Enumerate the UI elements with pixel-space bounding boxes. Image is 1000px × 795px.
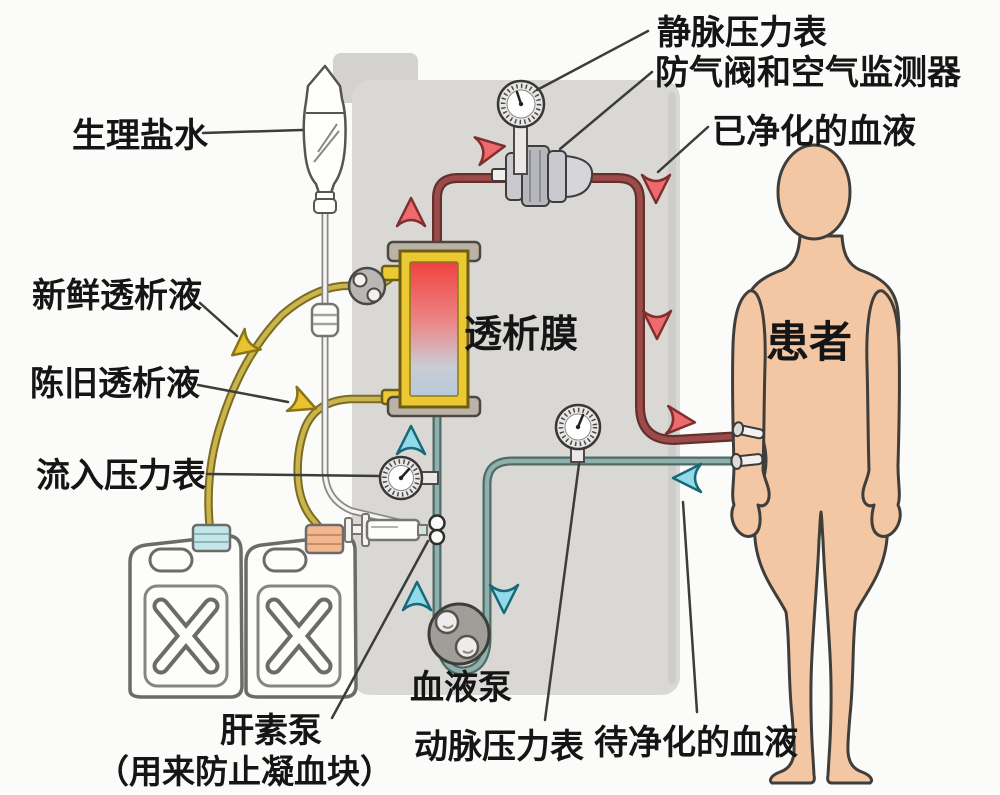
heparin-syringe: [344, 513, 446, 547]
saline-tube: [321, 206, 428, 532]
air-trap-device: [491, 145, 594, 207]
saline-pointer: [201, 128, 304, 135]
to-purify-label: 待净化的血液: [594, 724, 798, 762]
old-dialysate-label: 陈旧透析液: [30, 365, 200, 403]
air-valve-label: 防气阀和空气监测器: [655, 54, 962, 92]
old-jug-cap: [304, 523, 345, 555]
dialysate-pump: [347, 266, 387, 306]
saline-roller-clamp: [310, 302, 340, 338]
dialysis-membrane-label: 透析膜: [464, 314, 578, 356]
fresh-dialysate-jug: [128, 523, 244, 699]
fresh-dialysate-pointer: [198, 301, 239, 338]
heparin-note-label: （用来防止凝血块）: [96, 753, 393, 790]
to-purify-pointer: [681, 500, 699, 714]
red-flow-arrows: [395, 136, 697, 436]
inflow-gauge-pointer: [205, 472, 382, 478]
air-valve-pointer: [558, 70, 654, 151]
saline-label: 生理盐水: [72, 117, 209, 155]
venous-gauge-pointer: [535, 29, 650, 92]
arterial-pressure-gauge-device: [554, 403, 602, 463]
purified-blood-pointer: [656, 125, 710, 174]
purified-blood-label: 已净化的血液: [712, 113, 916, 151]
old-dialysate-pointer: [196, 383, 290, 404]
blood-pump-label: 血液泵: [410, 669, 512, 707]
dialyzer: [380, 240, 482, 418]
pointer-lines: [196, 29, 710, 722]
saline-bag: [302, 64, 347, 214]
venous-gauge-label: 静脉压力表: [657, 14, 827, 52]
heparin-pointer: [330, 539, 430, 720]
patient-label: 患者: [766, 319, 852, 367]
inflow-pressure-gauge-device: [378, 455, 439, 501]
venous-pressure-gauge-device: [496, 79, 546, 175]
cyan-flow-arrows: [395, 424, 703, 615]
yellow-flow-arrows: [230, 327, 318, 413]
blood-pump-device: [427, 602, 491, 666]
arterial-gauge-label: 动脉压力表: [414, 728, 584, 766]
patient-figure: [730, 143, 902, 785]
line-connector: [428, 514, 446, 532]
heparin-pump-label: 肝素泵: [220, 712, 322, 750]
old-dialysate-jug: [244, 523, 358, 699]
venous-blood-tube: [432, 173, 747, 446]
fresh-jug-cap: [191, 523, 232, 553]
inflow-gauge-label: 流入压力表: [36, 457, 206, 495]
fresh-dialysate-label: 新鲜透析液: [32, 277, 202, 315]
arterial-gauge-pointer: [543, 462, 581, 722]
fistula-needles: [730, 421, 765, 470]
